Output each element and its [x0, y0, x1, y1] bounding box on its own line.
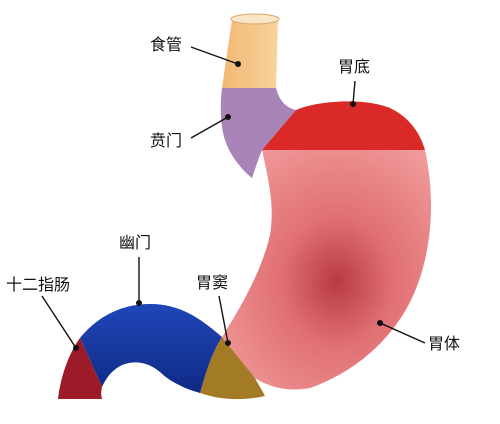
pylorus-region [80, 304, 222, 393]
leader-dot-pylorus [136, 300, 142, 306]
leader-dot-cardia [225, 114, 231, 120]
label-antrum: 胃窦 [196, 273, 228, 292]
cardia-region [220, 88, 296, 178]
leader-dot-esophagus [235, 61, 241, 67]
leader-cardia [190, 116, 229, 139]
leader-dot-body [377, 320, 383, 326]
leader-body [379, 322, 426, 344]
label-cardia: 贲门 [150, 131, 182, 150]
label-pylorus: 幽门 [119, 233, 151, 252]
esophagus-region [222, 20, 278, 88]
duodenum-region [58, 338, 102, 399]
leader-fundus [352, 80, 356, 105]
leader-duodenum [41, 295, 77, 349]
stomach-body-region [222, 150, 432, 390]
esophagus-opening [230, 13, 280, 25]
leader-dot-duodenum [73, 345, 79, 351]
label-duodenum: 十二指肠 [6, 275, 70, 294]
antrum-region [200, 337, 265, 400]
label-body: 胃体 [428, 334, 460, 353]
leader-dot-fundus [350, 101, 356, 107]
fundus-region [262, 101, 425, 150]
label-fundus: 胃底 [338, 57, 370, 76]
leader-esophagus [190, 46, 239, 65]
label-esophagus: 食管 [150, 35, 182, 54]
leader-antrum [218, 295, 229, 344]
leader-dot-antrum [225, 340, 231, 346]
